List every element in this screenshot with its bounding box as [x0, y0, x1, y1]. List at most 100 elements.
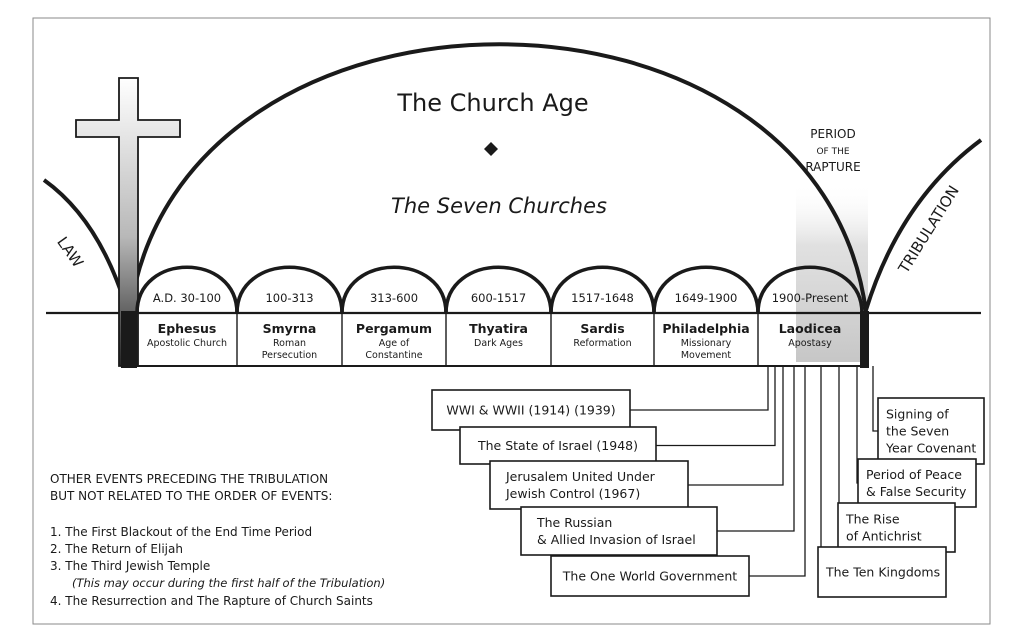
diamond-icon	[484, 142, 498, 156]
church-name: Smyrna	[263, 321, 317, 336]
church-range: 600-1517	[471, 291, 526, 305]
church-row-right-cap	[860, 311, 869, 368]
event-text: Jerusalem United Under	[505, 469, 656, 484]
left-event-box: The State of Israel (1948)	[459, 426, 657, 465]
church-row-left-cap	[121, 311, 137, 368]
event-connector	[818, 366, 822, 573]
notes-item: 4. The Resurrection and The Rapture of C…	[50, 594, 373, 608]
church-arch	[756, 265, 864, 314]
diagram-subtitle: The Seven Churches	[391, 194, 607, 218]
event-box-frame	[550, 555, 750, 597]
tribulation-label: TRIBULATION	[894, 182, 963, 277]
tribulation-arc	[864, 138, 983, 311]
notes-item: 3. The Third Jewish Temple	[50, 559, 210, 573]
event-box-frame	[520, 506, 718, 556]
event-box-frame	[857, 458, 977, 508]
church-arch	[340, 265, 448, 314]
event-box-frame	[837, 502, 956, 553]
event-connector	[749, 366, 806, 577]
event-text: The Ten Kingdoms	[825, 565, 940, 580]
church-era: Persecution	[262, 350, 317, 361]
event-box-frame	[817, 546, 947, 598]
event-text: the Seven	[886, 424, 949, 439]
church-arch	[235, 265, 344, 314]
diagram-frame	[32, 17, 991, 625]
right-event-box: Period of Peace & False Security	[857, 458, 977, 508]
church-arch	[549, 265, 656, 314]
notes-item: 1. The First Blackout of the End Time Pe…	[50, 525, 312, 539]
church-range: 1900-Present	[772, 291, 849, 305]
event-text: Year Covenant	[885, 441, 976, 456]
church-range: 1649-1900	[675, 291, 738, 305]
rapture-label: PERIOD OF THE RAPTURE	[805, 127, 860, 174]
church-name: Thyatira	[469, 321, 528, 336]
church-name: Pergamum	[356, 321, 432, 336]
event-text: The Rise	[845, 512, 900, 527]
church-era: Apostolic Church	[147, 338, 227, 349]
event-connector	[872, 366, 878, 432]
event-text: The Russian	[536, 515, 612, 530]
event-text: Period of Peace	[866, 467, 962, 482]
law-label: LAW	[53, 233, 87, 270]
church-era: Dark Ages	[474, 338, 523, 349]
church-name: Laodicea	[779, 321, 842, 336]
church-range: 313-600	[370, 291, 418, 305]
church-arch	[652, 265, 760, 314]
left-event-box: The Russian & Allied Invasion of Israel	[520, 506, 718, 556]
other-events-notes: OTHER EVENTS PRECEDING THE TRIBULATION B…	[50, 472, 385, 608]
church-name: Sardis	[580, 321, 624, 336]
church-range: 1517-1648	[571, 291, 634, 305]
church-era: Reformation	[573, 338, 631, 349]
church-name: Ephesus	[158, 321, 217, 336]
event-connector	[630, 366, 769, 411]
church-era: Roman	[273, 338, 306, 349]
event-text: The One World Government	[562, 569, 737, 584]
event-box-frame	[489, 460, 689, 510]
notes-heading: BUT NOT RELATED TO THE ORDER OF EVENTS:	[50, 489, 332, 503]
notes-item: 2. The Return of Elijah	[50, 542, 183, 556]
event-connector	[688, 366, 784, 486]
event-text: WWI & WWII (1914) (1939)	[446, 403, 615, 418]
event-connector	[656, 366, 776, 447]
church-era: Missionary	[681, 338, 732, 349]
rapture-label-line: RAPTURE	[805, 160, 860, 174]
church-age-arc	[128, 42, 868, 313]
notes-aside: (This may occur during the first half of…	[72, 576, 385, 590]
church-era: Constantine	[365, 350, 422, 361]
church-range: A.D. 30-100	[153, 291, 221, 305]
church-name: Philadelphia	[662, 321, 749, 336]
left-event-box: The One World Government	[550, 555, 750, 597]
event-text: The State of Israel (1948)	[477, 438, 638, 453]
diagram-title: The Church Age	[396, 89, 588, 117]
event-text: & Allied Invasion of Israel	[537, 532, 696, 547]
event-text: & False Security	[866, 484, 967, 499]
rapture-label-line: OF THE	[816, 147, 849, 157]
church-era: Apostasy	[788, 338, 832, 349]
event-text: Signing of	[886, 407, 949, 422]
event-text: of Antichrist	[846, 529, 922, 544]
church-era: Age of	[379, 338, 410, 349]
event-text: Jewish Control (1967)	[505, 486, 640, 501]
notes-heading: OTHER EVENTS PRECEDING THE TRIBULATION	[50, 472, 328, 486]
church-arch	[135, 265, 239, 314]
right-event-box: The Rise of Antichrist	[837, 502, 956, 553]
event-connector	[717, 366, 795, 532]
right-event-box: The Ten Kingdoms	[817, 546, 947, 598]
church-arch	[444, 265, 553, 314]
church-era: Movement	[681, 350, 732, 361]
event-box-frame	[877, 397, 985, 465]
left-event-box: WWI & WWII (1914) (1939)	[431, 389, 631, 431]
event-box-frame	[431, 389, 631, 431]
event-box-frame	[459, 426, 657, 465]
church-range: 100-313	[265, 291, 313, 305]
